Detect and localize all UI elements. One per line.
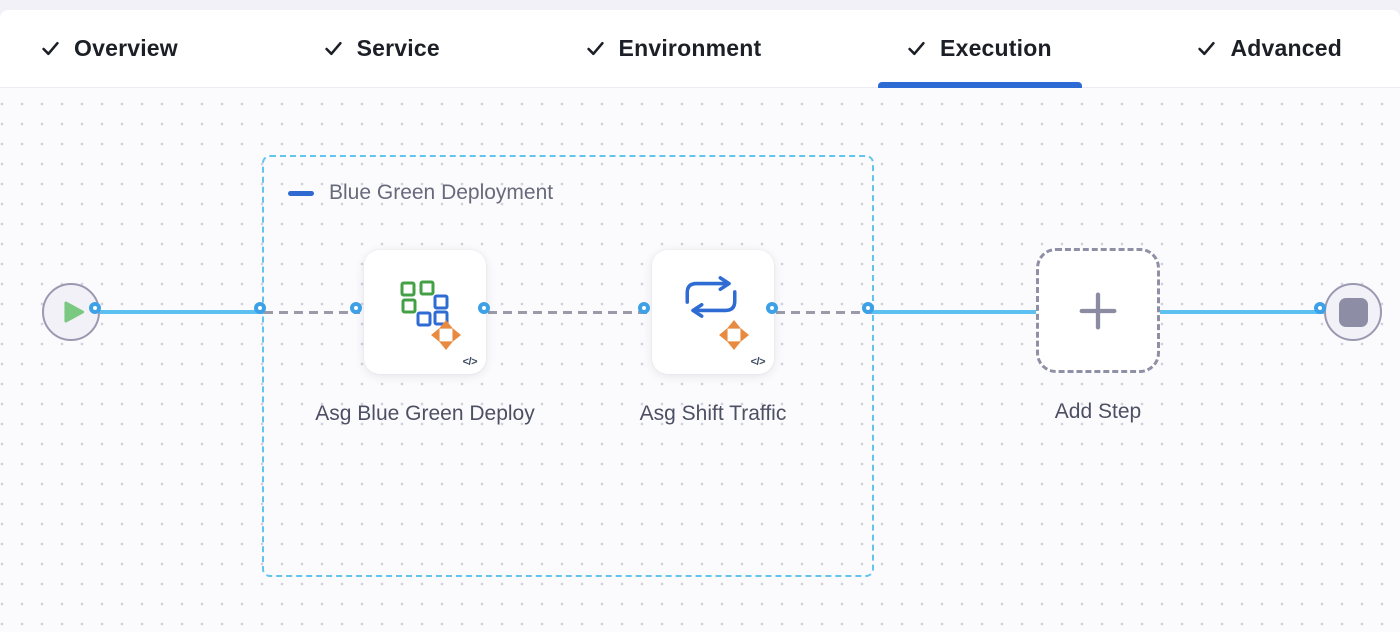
collapse-group-minus-icon[interactable]	[288, 190, 314, 196]
link-step2-to-group-edge	[776, 311, 872, 314]
port-end-in[interactable]	[1314, 302, 1326, 314]
tab-advanced[interactable]: Advanced	[1168, 10, 1372, 87]
step-group-label: Blue Green Deployment	[329, 181, 554, 204]
tab-service[interactable]: Service	[295, 10, 470, 87]
add-step-label: Add Step	[1054, 400, 1142, 423]
tab-environment[interactable]: Environment	[557, 10, 792, 87]
port-step1-in[interactable]	[350, 302, 362, 314]
port-group-out[interactable]	[862, 302, 874, 314]
port-step1-out[interactable]	[478, 302, 490, 314]
page-background-strip	[0, 0, 1400, 10]
check-icon	[1198, 41, 1216, 56]
asg-shift-traffic-icon	[685, 276, 737, 318]
add-step-button[interactable]	[1036, 248, 1160, 373]
tab-label: Advanced	[1230, 35, 1342, 61]
active-tab-underline	[878, 82, 1082, 88]
play-icon	[63, 301, 84, 323]
stop-icon	[1338, 297, 1368, 327]
link-group-to-step1	[264, 311, 360, 314]
plus-icon	[1079, 292, 1117, 329]
pipeline-canvas[interactable]: Blue Green Deployment	[0, 88, 1400, 632]
port-group-in[interactable]	[254, 302, 266, 314]
check-icon	[324, 41, 342, 56]
pipeline-end-node	[1324, 283, 1382, 341]
asg-blue-green-deploy-icon	[400, 280, 449, 327]
check-icon	[908, 41, 925, 56]
link-group-to-add-step	[872, 310, 1036, 314]
script-badge: </>	[750, 356, 766, 368]
link-step1-to-step2	[488, 311, 648, 314]
step-group-blue-green-deployment: Blue Green Deployment	[262, 155, 874, 577]
port-step2-out[interactable]	[766, 302, 778, 314]
check-icon	[586, 41, 604, 56]
link-add-step-to-end	[1160, 310, 1324, 314]
check-icon	[42, 41, 59, 56]
tab-overview[interactable]: Overview	[12, 10, 208, 87]
tab-label: Environment	[618, 35, 762, 61]
scale-arrows-icon	[719, 320, 749, 350]
step-card-asg-shift-traffic[interactable]: </>	[652, 250, 774, 374]
link-start-to-group	[99, 310, 264, 314]
step-card-asg-blue-green-deploy[interactable]: </>	[364, 250, 486, 374]
tab-execution[interactable]: Execution	[878, 10, 1082, 88]
pipeline-start-node	[42, 283, 100, 341]
port-step2-in[interactable]	[638, 302, 650, 314]
port-start-out[interactable]	[89, 302, 101, 314]
tab-label: Overview	[74, 35, 178, 61]
tab-label: Service	[356, 35, 440, 61]
tab-label: Execution	[940, 35, 1052, 61]
step-label-asg-shift-traffic: Asg Shift Traffic	[639, 402, 787, 425]
step-group-header: Blue Green Deployment	[288, 181, 553, 205]
stage-setup-tab-bar: Overview Service Environment Execution A…	[0, 10, 1400, 88]
script-badge: </>	[462, 356, 478, 368]
step-label-asg-blue-green-deploy: Asg Blue Green Deploy	[315, 402, 535, 425]
scale-arrows-icon	[431, 320, 461, 350]
